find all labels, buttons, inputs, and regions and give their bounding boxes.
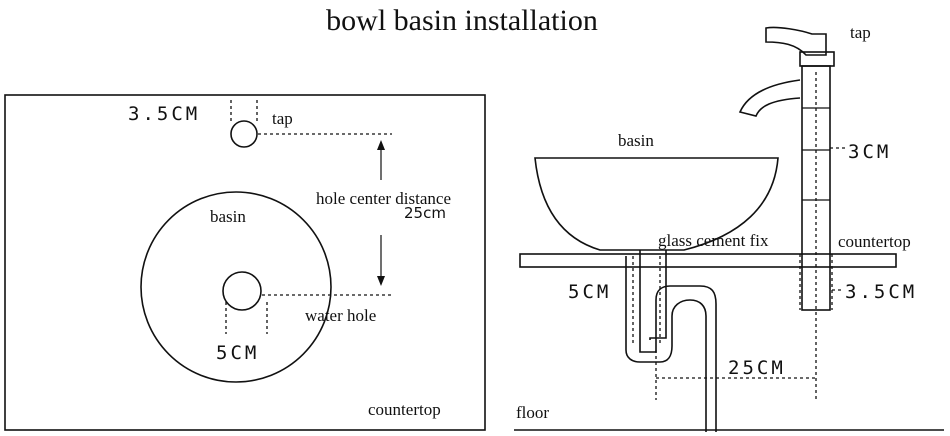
distance-arrow-up-head [377, 140, 385, 150]
basin-bowl [534, 157, 779, 251]
floor-label: floor [516, 403, 549, 422]
tap-hole-circle [230, 120, 258, 148]
water-hole-circle [222, 271, 262, 311]
top-basin-label: basin [210, 207, 246, 226]
tap-spout [738, 79, 801, 117]
tap-body [801, 65, 831, 311]
water-hole-size-label: 5CM [216, 342, 259, 364]
water-hole-label: water hole [305, 306, 376, 325]
side-countertop-label: countertop [838, 232, 911, 251]
tap-hole-size-label: 3.5CM [128, 103, 200, 125]
hole-distance-value: 25cm [404, 204, 446, 222]
drain-size-label: 5CM [568, 281, 611, 303]
side-tap-hole-size-label: 3.5CM [845, 281, 917, 303]
drain-pipe-inner [625, 256, 707, 432]
top-view: 3.5CM tap hole center distance 25cm basi… [4, 94, 486, 431]
drain-pipe-outer [639, 250, 717, 432]
distance-arrow-down-head [377, 276, 385, 286]
side-basin-label: basin [618, 131, 654, 150]
diagram-title: bowl basin installation [326, 4, 598, 37]
side-view: basin countertop glass cement fix tap 3C… [514, 23, 944, 432]
tap-handle [765, 26, 827, 56]
cement-label: glass cement fix [658, 231, 769, 250]
top-tap-label: tap [272, 109, 293, 128]
countertop-slab [519, 253, 897, 268]
countertop-outline [4, 94, 486, 431]
spacing-size-label: 25CM [728, 357, 786, 379]
side-tap-label: tap [850, 23, 871, 42]
top-countertop-label: countertop [368, 400, 441, 419]
basin-circle [140, 191, 332, 383]
hole-distance-label: hole center distance [316, 189, 451, 208]
tap-pipe-size-label: 3CM [848, 141, 891, 163]
